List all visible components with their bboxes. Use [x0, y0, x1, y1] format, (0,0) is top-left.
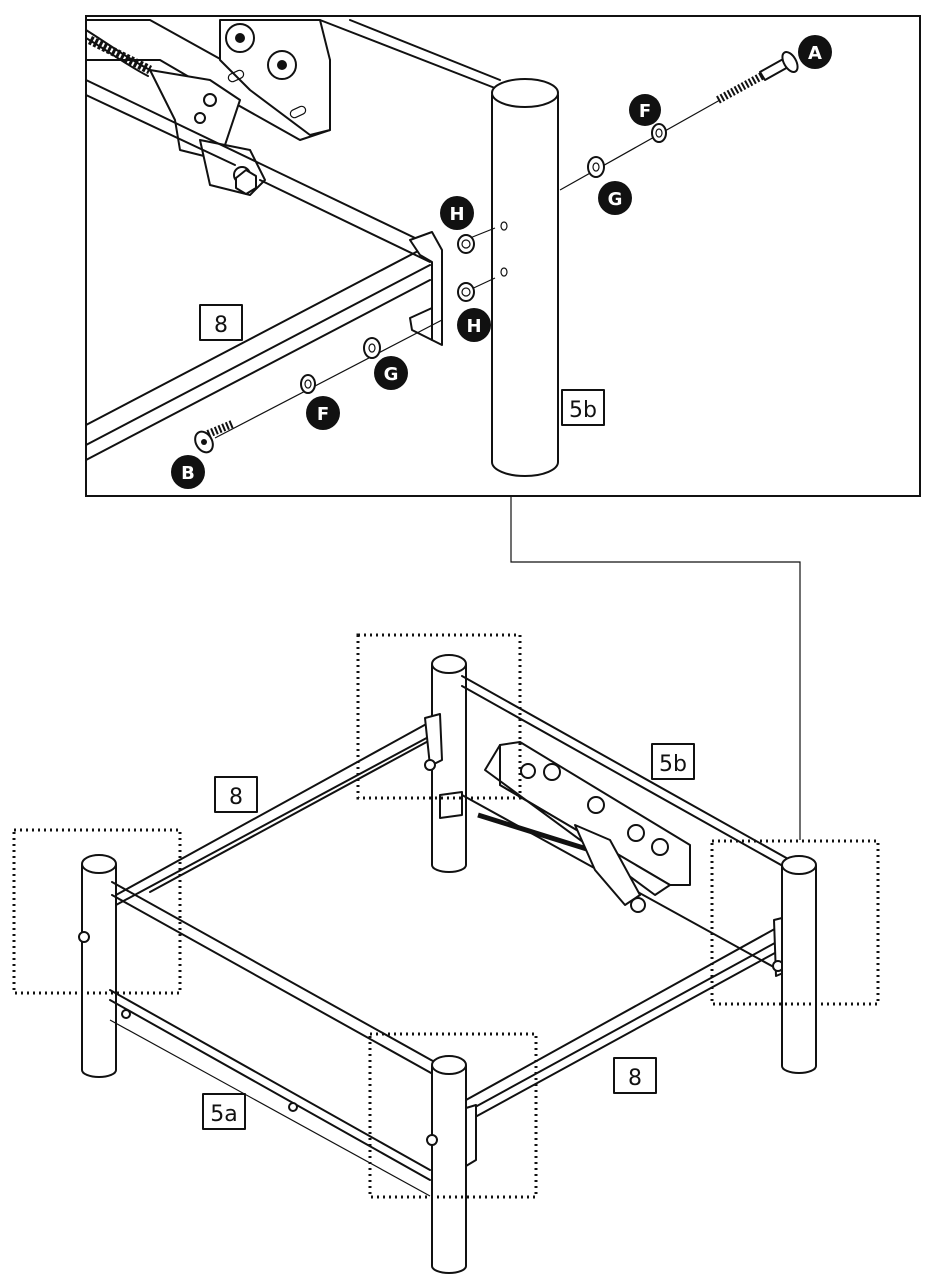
svg-text:8: 8 [229, 785, 243, 810]
detail-label-5b: 5b [561, 389, 605, 426]
detail-bolt-b [194, 420, 234, 454]
detail-inset: A F G H H G F B [85, 15, 921, 497]
highlight-box-front-left [12, 828, 182, 995]
detail-rail-8 [85, 231, 443, 461]
post-front-left [78, 854, 117, 1078]
main-assembly: 8 5b 8 5a [12, 633, 880, 1274]
detail-rail-5b [85, 19, 501, 263]
washer-g-bottom [363, 337, 381, 359]
svg-text:B: B [181, 463, 195, 484]
callout-h-bottom: H [457, 308, 491, 342]
svg-text:H: H [449, 204, 464, 225]
rail-8-front [465, 915, 791, 1167]
callout-f-bottom: F [306, 396, 340, 430]
svg-text:G: G [384, 364, 399, 385]
washer-f-bottom [300, 374, 316, 394]
detail-label-8: 8 [199, 304, 243, 341]
callout-g-bottom: G [374, 356, 408, 390]
svg-text:A: A [808, 43, 822, 64]
svg-text:5b: 5b [569, 398, 597, 423]
detail-axis-lines [214, 99, 721, 439]
highlight-box-back-right [710, 839, 880, 1006]
hinge-bracket [439, 741, 691, 913]
label-rail-5b: 5b [651, 743, 695, 780]
washer-g-top [587, 156, 605, 178]
detail-washers [235, 123, 667, 394]
callout-f-top: F [629, 94, 661, 126]
svg-text:8: 8 [214, 313, 228, 338]
svg-text:F: F [639, 101, 651, 122]
rail-8-back [115, 713, 443, 906]
detail-post [491, 78, 559, 477]
svg-text:H: H [466, 316, 481, 337]
washer-f-top [651, 123, 667, 143]
detail-bolt-a [716, 51, 799, 104]
callout-b: B [171, 455, 205, 489]
label-rail-8-back: 8 [214, 776, 258, 813]
svg-text:5a: 5a [210, 1102, 237, 1127]
callout-h-top: H [440, 196, 474, 230]
svg-text:5b: 5b [659, 752, 687, 777]
svg-text:G: G [608, 189, 623, 210]
label-rail-8-front: 8 [613, 1057, 657, 1094]
callout-g-top: G [598, 181, 632, 215]
rail-5a [109, 881, 441, 1197]
label-rail-5a: 5a [202, 1093, 246, 1130]
svg-text:8: 8 [628, 1066, 642, 1091]
callout-a: A [798, 35, 832, 69]
detail-leader-line [510, 496, 801, 840]
washer-h-bottom [457, 282, 475, 302]
post-back-right [781, 855, 817, 1074]
washer-h-top [457, 234, 475, 254]
post-front-center [426, 1055, 467, 1274]
highlight-box-front-center [368, 1032, 538, 1199]
svg-text:F: F [317, 404, 329, 425]
